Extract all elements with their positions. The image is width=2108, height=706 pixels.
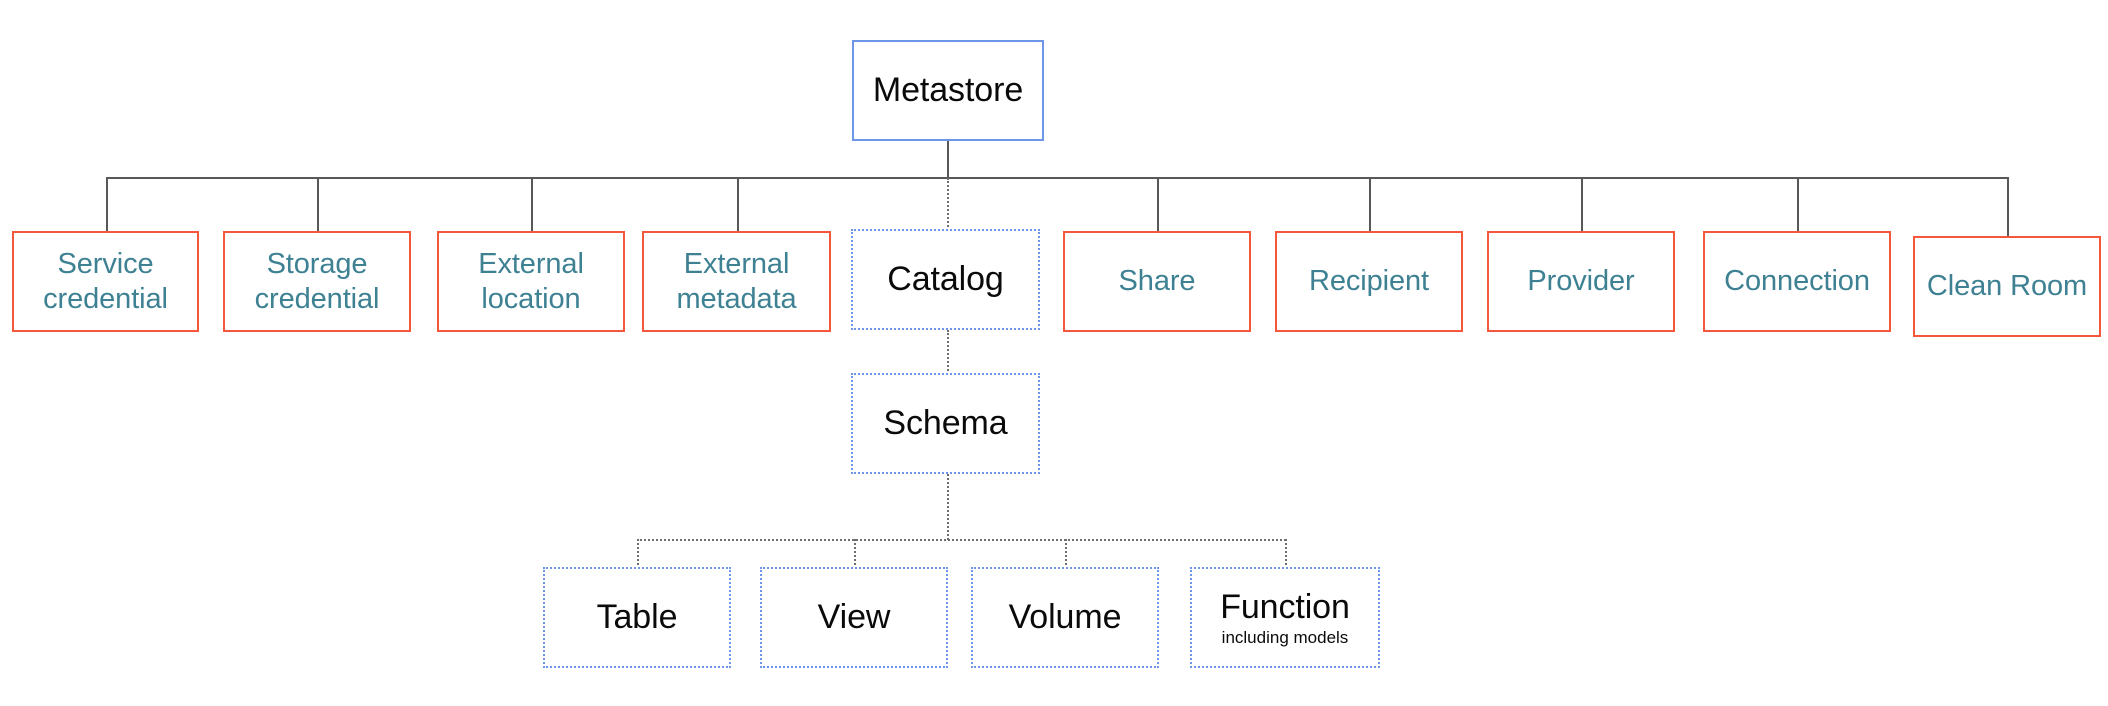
node-schema[interactable]: Schema	[851, 373, 1040, 474]
connector-stem-function	[1285, 539, 1287, 569]
node-catalog-label: Catalog	[887, 260, 1004, 299]
node-connection-label: Connection	[1724, 265, 1870, 298]
connector-stem-volume	[1065, 539, 1067, 569]
connector-stem-external-metadata	[737, 177, 739, 233]
connector-stem-recipient	[1369, 177, 1371, 233]
connector-catalog-to-schema	[947, 330, 949, 375]
node-connection[interactable]: Connection	[1703, 231, 1891, 332]
node-service-credential[interactable]: Service credential	[12, 231, 199, 332]
node-table-label: Table	[596, 598, 678, 637]
node-external-location-label: External location	[478, 248, 584, 315]
connector-stem-table	[637, 539, 639, 569]
node-external-metadata-label: External metadata	[676, 248, 797, 315]
node-provider[interactable]: Provider	[1487, 231, 1675, 332]
node-share[interactable]: Share	[1063, 231, 1251, 332]
node-metastore[interactable]: Metastore	[852, 40, 1044, 141]
connector-top-bus	[106, 177, 2009, 179]
node-catalog[interactable]: Catalog	[851, 229, 1040, 330]
node-view-label: View	[817, 598, 891, 637]
node-function-subtitle: including models	[1221, 628, 1349, 648]
node-function[interactable]: Function including models	[1190, 567, 1380, 668]
node-share-label: Share	[1118, 265, 1196, 298]
connector-stem-view	[854, 539, 856, 569]
node-external-location[interactable]: External location	[437, 231, 625, 332]
node-metastore-label: Metastore	[872, 71, 1024, 110]
node-recipient-label: Recipient	[1309, 265, 1429, 298]
node-volume-label: Volume	[1008, 598, 1122, 637]
node-external-metadata[interactable]: External metadata	[642, 231, 831, 332]
connector-stem-share	[1157, 177, 1159, 233]
node-function-label: Function	[1220, 587, 1350, 626]
connector-stem-clean-room	[2007, 177, 2009, 238]
node-clean-room[interactable]: Clean Room	[1913, 236, 2101, 337]
node-schema-label: Schema	[883, 404, 1008, 443]
connector-stem-provider	[1581, 177, 1583, 233]
node-view[interactable]: View	[760, 567, 948, 668]
node-table[interactable]: Table	[543, 567, 731, 668]
connector-schema-stem	[947, 474, 949, 540]
connector-stem-service-credential	[106, 177, 108, 233]
node-service-credential-label: Service credential	[43, 248, 168, 315]
connector-stem-connection	[1797, 177, 1799, 233]
node-provider-label: Provider	[1527, 265, 1635, 298]
connector-stem-external-location	[531, 177, 533, 233]
node-volume[interactable]: Volume	[971, 567, 1159, 668]
connector-lower-bus	[637, 539, 1286, 541]
connector-stem-storage-credential	[317, 177, 319, 233]
node-clean-room-label: Clean Room	[1926, 270, 2088, 303]
node-storage-credential-label: Storage credential	[254, 248, 380, 315]
connector-stem-catalog	[947, 178, 949, 231]
node-storage-credential[interactable]: Storage credential	[223, 231, 411, 332]
connector-metastore-stem	[947, 141, 949, 178]
node-recipient[interactable]: Recipient	[1275, 231, 1463, 332]
